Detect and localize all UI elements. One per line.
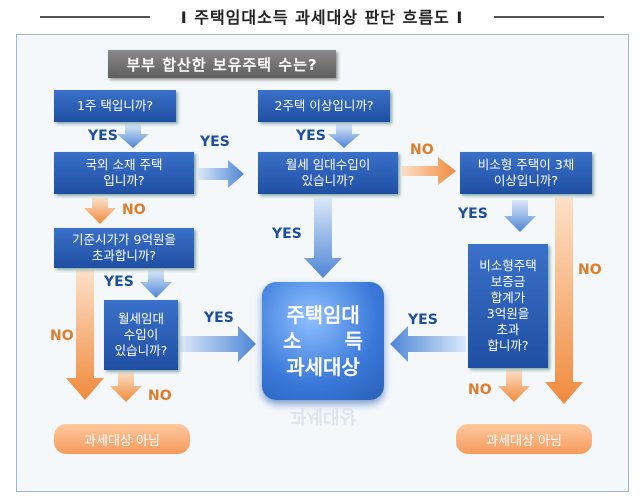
question-nonsmall-three-line2: 이상입니까? <box>493 173 559 188</box>
question-monthly-rent-2: 월세임대 수입이 있습니까? <box>104 300 178 370</box>
question-monthly-rent-line1: 월세 임대수입이 <box>285 157 371 172</box>
question-monthly-rent-line2: 있습니까? <box>301 173 355 188</box>
question-deposit-over-3: 비소형주택 보증금 합계가 3억원을 초과 합니까? <box>468 244 548 368</box>
center-reflection: 과세대상 <box>262 404 384 444</box>
header-question: 부부 합산한 보유주택 수는? <box>108 50 336 78</box>
arrow-q8-down-no <box>498 370 530 402</box>
center-reflection-text: 과세대상 <box>289 405 357 426</box>
question-deposit-line5: 초과 <box>496 322 520 337</box>
arrow-q3-to-q4 <box>198 160 244 188</box>
center-line1: 주택임대 <box>286 303 360 327</box>
center-line2: 소 득 <box>283 328 363 354</box>
arrow-q4-to-center <box>304 198 342 278</box>
question-foreign-house-line1: 국외 소재 주택 <box>85 157 163 172</box>
arrow-q5-down <box>504 200 536 232</box>
question-rent2-line1: 월세임대 <box>117 311 164 326</box>
label-yes-q4: YES <box>272 226 302 242</box>
label-no-q6: NO <box>50 328 74 344</box>
question-deposit-line4: 3억원을 <box>486 306 530 321</box>
question-one-house: 1주 택입니까? <box>54 90 176 122</box>
label-yes-q7: YES <box>204 310 234 326</box>
arrow-q6-down <box>140 270 172 298</box>
arrow-q2-down <box>328 124 360 148</box>
title-rule-left <box>40 16 150 18</box>
arrow-q3-down-no <box>84 198 116 224</box>
question-two-houses: 2주택 이상입니까? <box>258 90 390 122</box>
question-rent2-line3: 있습니까? <box>114 343 168 358</box>
question-nonsmall-three: 비소형 주택이 3채 이상입니까? <box>460 152 592 194</box>
title-bar: Ⅰ 주택임대소득 과세대상 판단 흐름도 Ⅰ <box>0 0 644 36</box>
label-no-q4: NO <box>410 142 434 158</box>
taxable-center-box: 주택임대 소 득 과세대상 <box>262 282 384 400</box>
label-no-q7: NO <box>148 388 172 404</box>
arrow-q6-long-no <box>66 270 104 400</box>
label-no-q5: NO <box>578 262 602 278</box>
label-yes-q5: YES <box>458 206 488 222</box>
arrow-q5-long-no <box>545 198 583 404</box>
question-monthly-rent: 월세 임대수입이 있습니까? <box>258 152 398 194</box>
arrow-q1-down <box>117 124 149 148</box>
title-rule-right <box>494 16 604 18</box>
center-line3: 과세대상 <box>286 355 360 379</box>
label-no-q8: NO <box>468 382 492 398</box>
page-title: Ⅰ 주택임대소득 과세대상 판단 흐름도 Ⅰ <box>180 8 464 27</box>
not-taxable-right: 과세대상 아님 <box>456 424 592 454</box>
label-yes-q3: YES <box>200 134 230 150</box>
question-price-line1: 기준시가가 9억원을 <box>72 232 176 247</box>
question-deposit-line6: 합니까? <box>487 338 529 353</box>
question-deposit-line3: 합계가 <box>490 290 526 305</box>
arrow-q7-down-no <box>110 372 142 402</box>
arrow-q7-to-center <box>180 326 256 362</box>
question-foreign-house-line2: 입니까? <box>103 173 145 188</box>
question-price-over-9: 기준시가가 9억원을 초과합니까? <box>54 228 194 268</box>
label-yes-q1: YES <box>88 128 118 144</box>
label-no-q3: NO <box>122 202 146 218</box>
arrow-q8-to-center <box>390 326 466 362</box>
center-line2-right: 득 <box>344 329 363 353</box>
question-deposit-line1: 비소형주택 <box>479 258 537 273</box>
label-yes-q8: YES <box>408 312 438 328</box>
label-yes-q6: YES <box>104 274 134 290</box>
question-deposit-line2: 보증금 <box>490 274 526 289</box>
arrow-q4-to-q5 <box>402 157 456 185</box>
question-price-line2: 초과합니까? <box>91 248 157 263</box>
question-nonsmall-three-line1: 비소형 주택이 3채 <box>477 157 575 172</box>
question-foreign-house: 국외 소재 주택 입니까? <box>54 152 194 194</box>
label-yes-q2: YES <box>296 128 326 144</box>
question-rent2-line2: 수입이 <box>123 327 159 342</box>
center-line2-left: 소 <box>283 329 302 353</box>
not-taxable-left: 과세대상 아님 <box>54 424 190 454</box>
